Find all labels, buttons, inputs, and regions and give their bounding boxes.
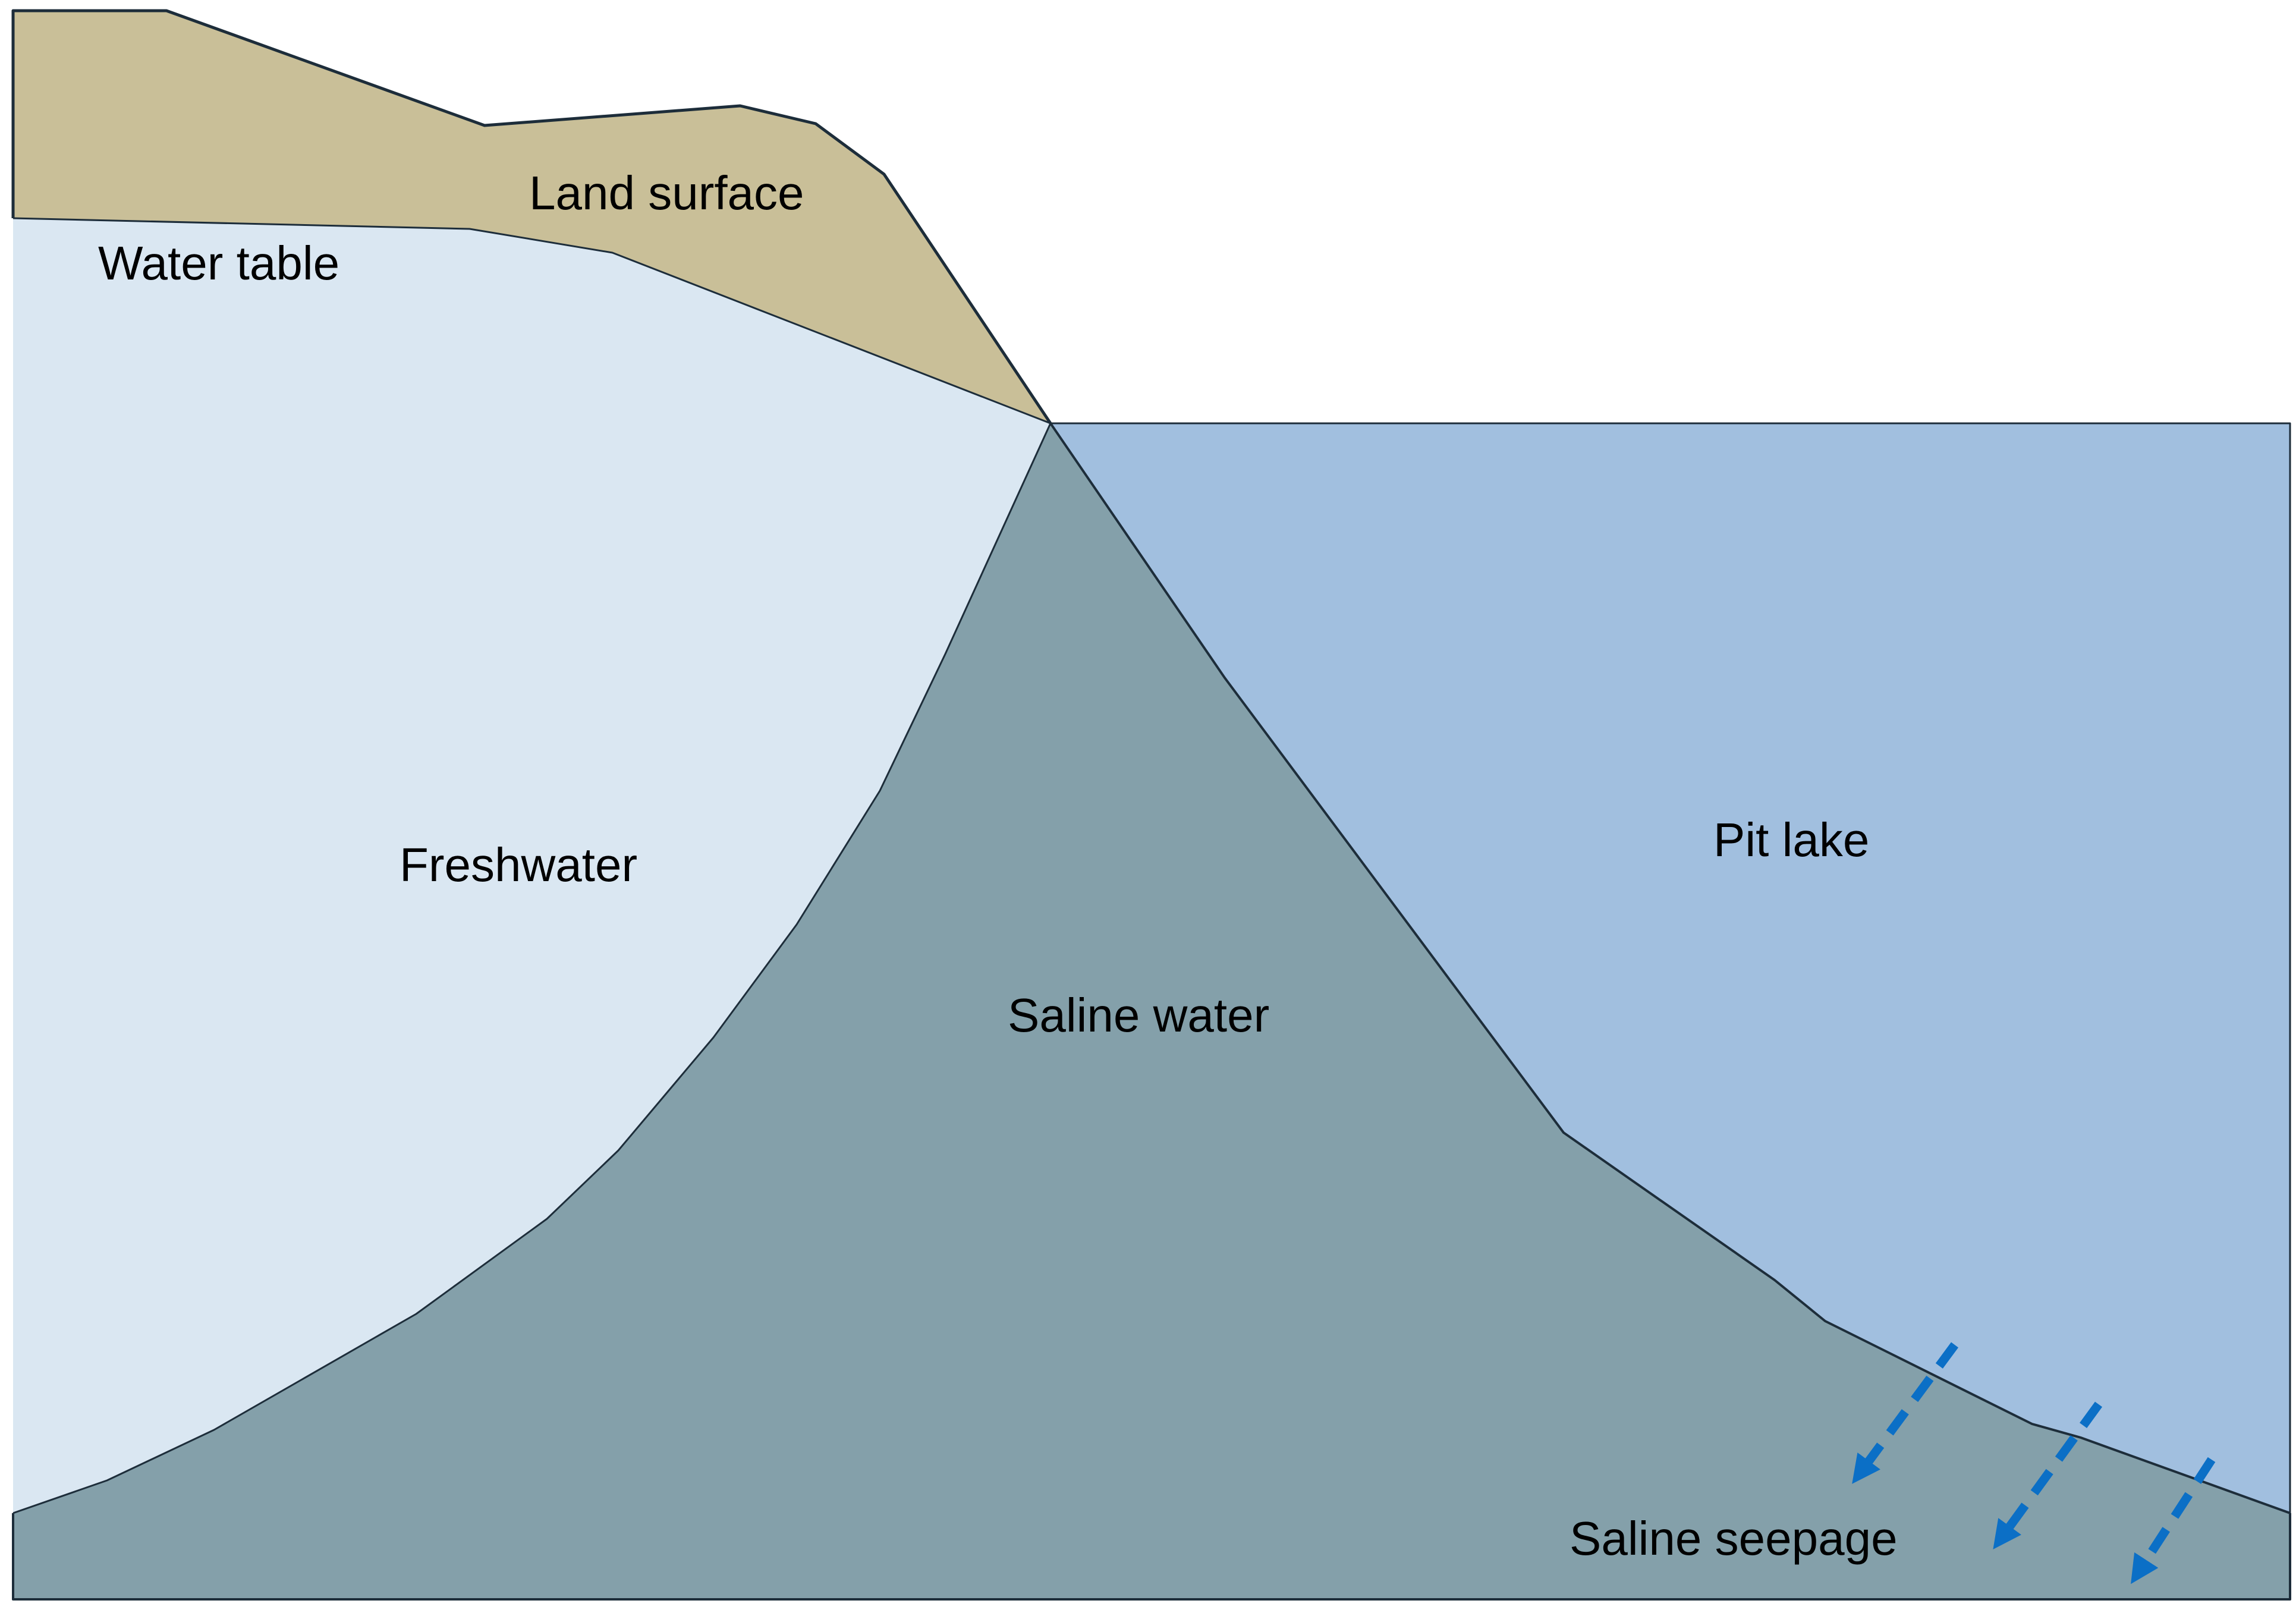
freshwater-saline-interface bbox=[12, 423, 1052, 1514]
lake-surface-line bbox=[1051, 422, 2291, 1513]
pit-lake-label: Pit lake bbox=[1713, 813, 1869, 866]
seepage-arrow-icon bbox=[2131, 1457, 2216, 1584]
water-table-label: Water table bbox=[98, 237, 339, 290]
land-surface-label: Land surface bbox=[529, 166, 804, 219]
saline-seepage-label: Saline seepage bbox=[1570, 1512, 1898, 1565]
pit-wall-outline bbox=[1049, 422, 2291, 1514]
saline-water-region bbox=[13, 423, 2290, 1599]
land-surface-region bbox=[13, 11, 1051, 423]
water-table-line bbox=[12, 217, 1051, 425]
seepage-arrow-icon bbox=[1993, 1401, 2103, 1550]
freshwater-region bbox=[13, 218, 1051, 1513]
saline-water-label: Saline water bbox=[1008, 989, 1269, 1042]
freshwater-label: Freshwater bbox=[400, 838, 637, 891]
pit-lake-region bbox=[1051, 423, 2290, 1513]
saline-base-outline bbox=[12, 1513, 2291, 1601]
seepage-arrow-icon bbox=[1852, 1342, 1959, 1484]
land-surface-outline bbox=[11, 9, 1052, 425]
seepage-arrows bbox=[1852, 1342, 2216, 1584]
